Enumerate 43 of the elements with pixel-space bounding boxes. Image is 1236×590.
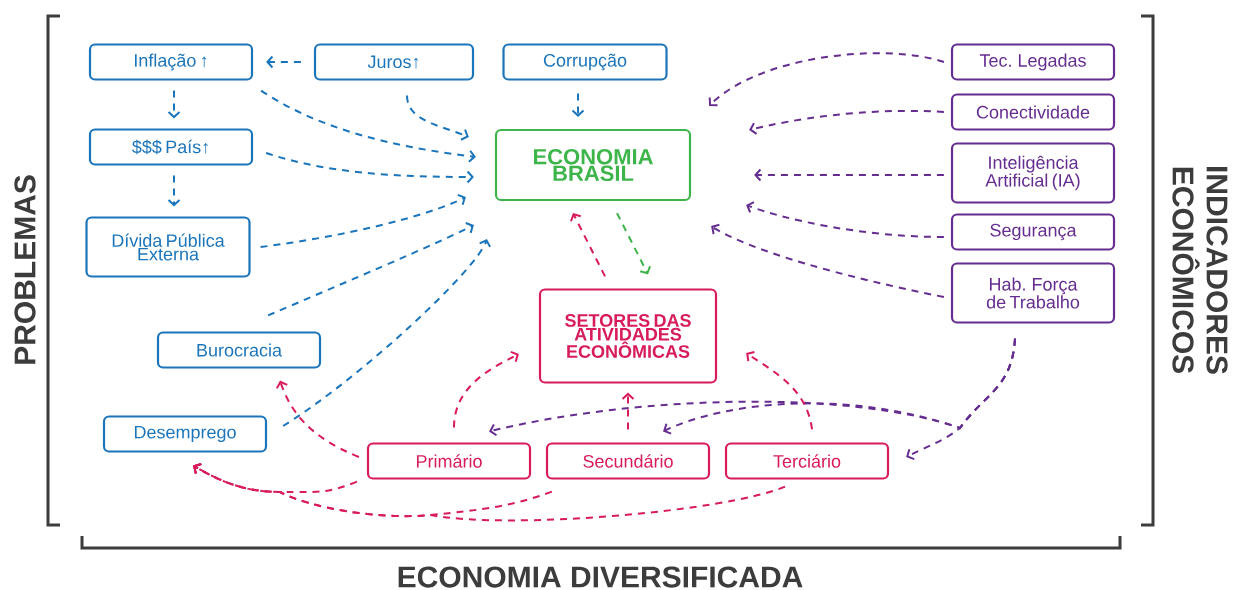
arrow	[569, 213, 606, 278]
rounded-box: Inteligência Artificial (IA)	[950, 142, 1116, 204]
rounded-box: Juros↑	[313, 43, 475, 81]
rounded-box: $$$ País↑	[88, 128, 254, 166]
rounded-box: Tec. Legadas	[950, 43, 1116, 81]
arrow	[711, 223, 945, 298]
arrow	[571, 92, 585, 117]
arrow	[265, 152, 474, 184]
side-label: INDICADORES ECONÔMICOS	[1172, 167, 1228, 374]
arrow	[746, 201, 945, 238]
arrow	[754, 168, 945, 182]
bottom-label: ECONOMIA DIVERSIFICADA	[398, 566, 803, 588]
arrow	[266, 55, 302, 69]
arrow	[746, 350, 813, 431]
arrow	[749, 109, 945, 135]
rounded-box: Conectividade	[950, 93, 1116, 131]
rounded-box: Terciário	[724, 442, 890, 480]
arrow	[621, 392, 635, 431]
rounded-box: Primário	[366, 442, 532, 480]
arrow	[406, 94, 469, 141]
arrow	[663, 337, 1016, 435]
arrow	[260, 89, 476, 163]
rounded-box: Secundário	[545, 442, 711, 480]
arrow	[259, 193, 466, 248]
rounded-box: Inflação ↑	[88, 43, 254, 81]
arrow	[282, 239, 492, 427]
rounded-box: Desemprego	[102, 415, 268, 453]
arrow	[708, 52, 945, 107]
arrow	[193, 462, 786, 522]
arrow	[453, 350, 519, 429]
rounded-box: Burocracia	[156, 331, 322, 369]
side-label: PROBLEMAS	[14, 175, 36, 364]
rounded-box: Corrupção	[502, 43, 668, 81]
rounded-box: Dívida Pública Externa	[85, 216, 251, 278]
arrow	[167, 89, 181, 119]
sector-box: SETORES DAS ATIVIDADES ECONÔMICAS	[538, 288, 718, 384]
arrow	[267, 222, 474, 317]
rounded-box: Segurança	[950, 213, 1116, 251]
rounded-box: Hab. Força de Trabalho	[950, 262, 1116, 324]
arrow	[275, 380, 360, 458]
arrow	[167, 174, 181, 207]
arrow	[616, 212, 652, 275]
central-box: ECONOMIA BRASIL	[494, 128, 692, 202]
